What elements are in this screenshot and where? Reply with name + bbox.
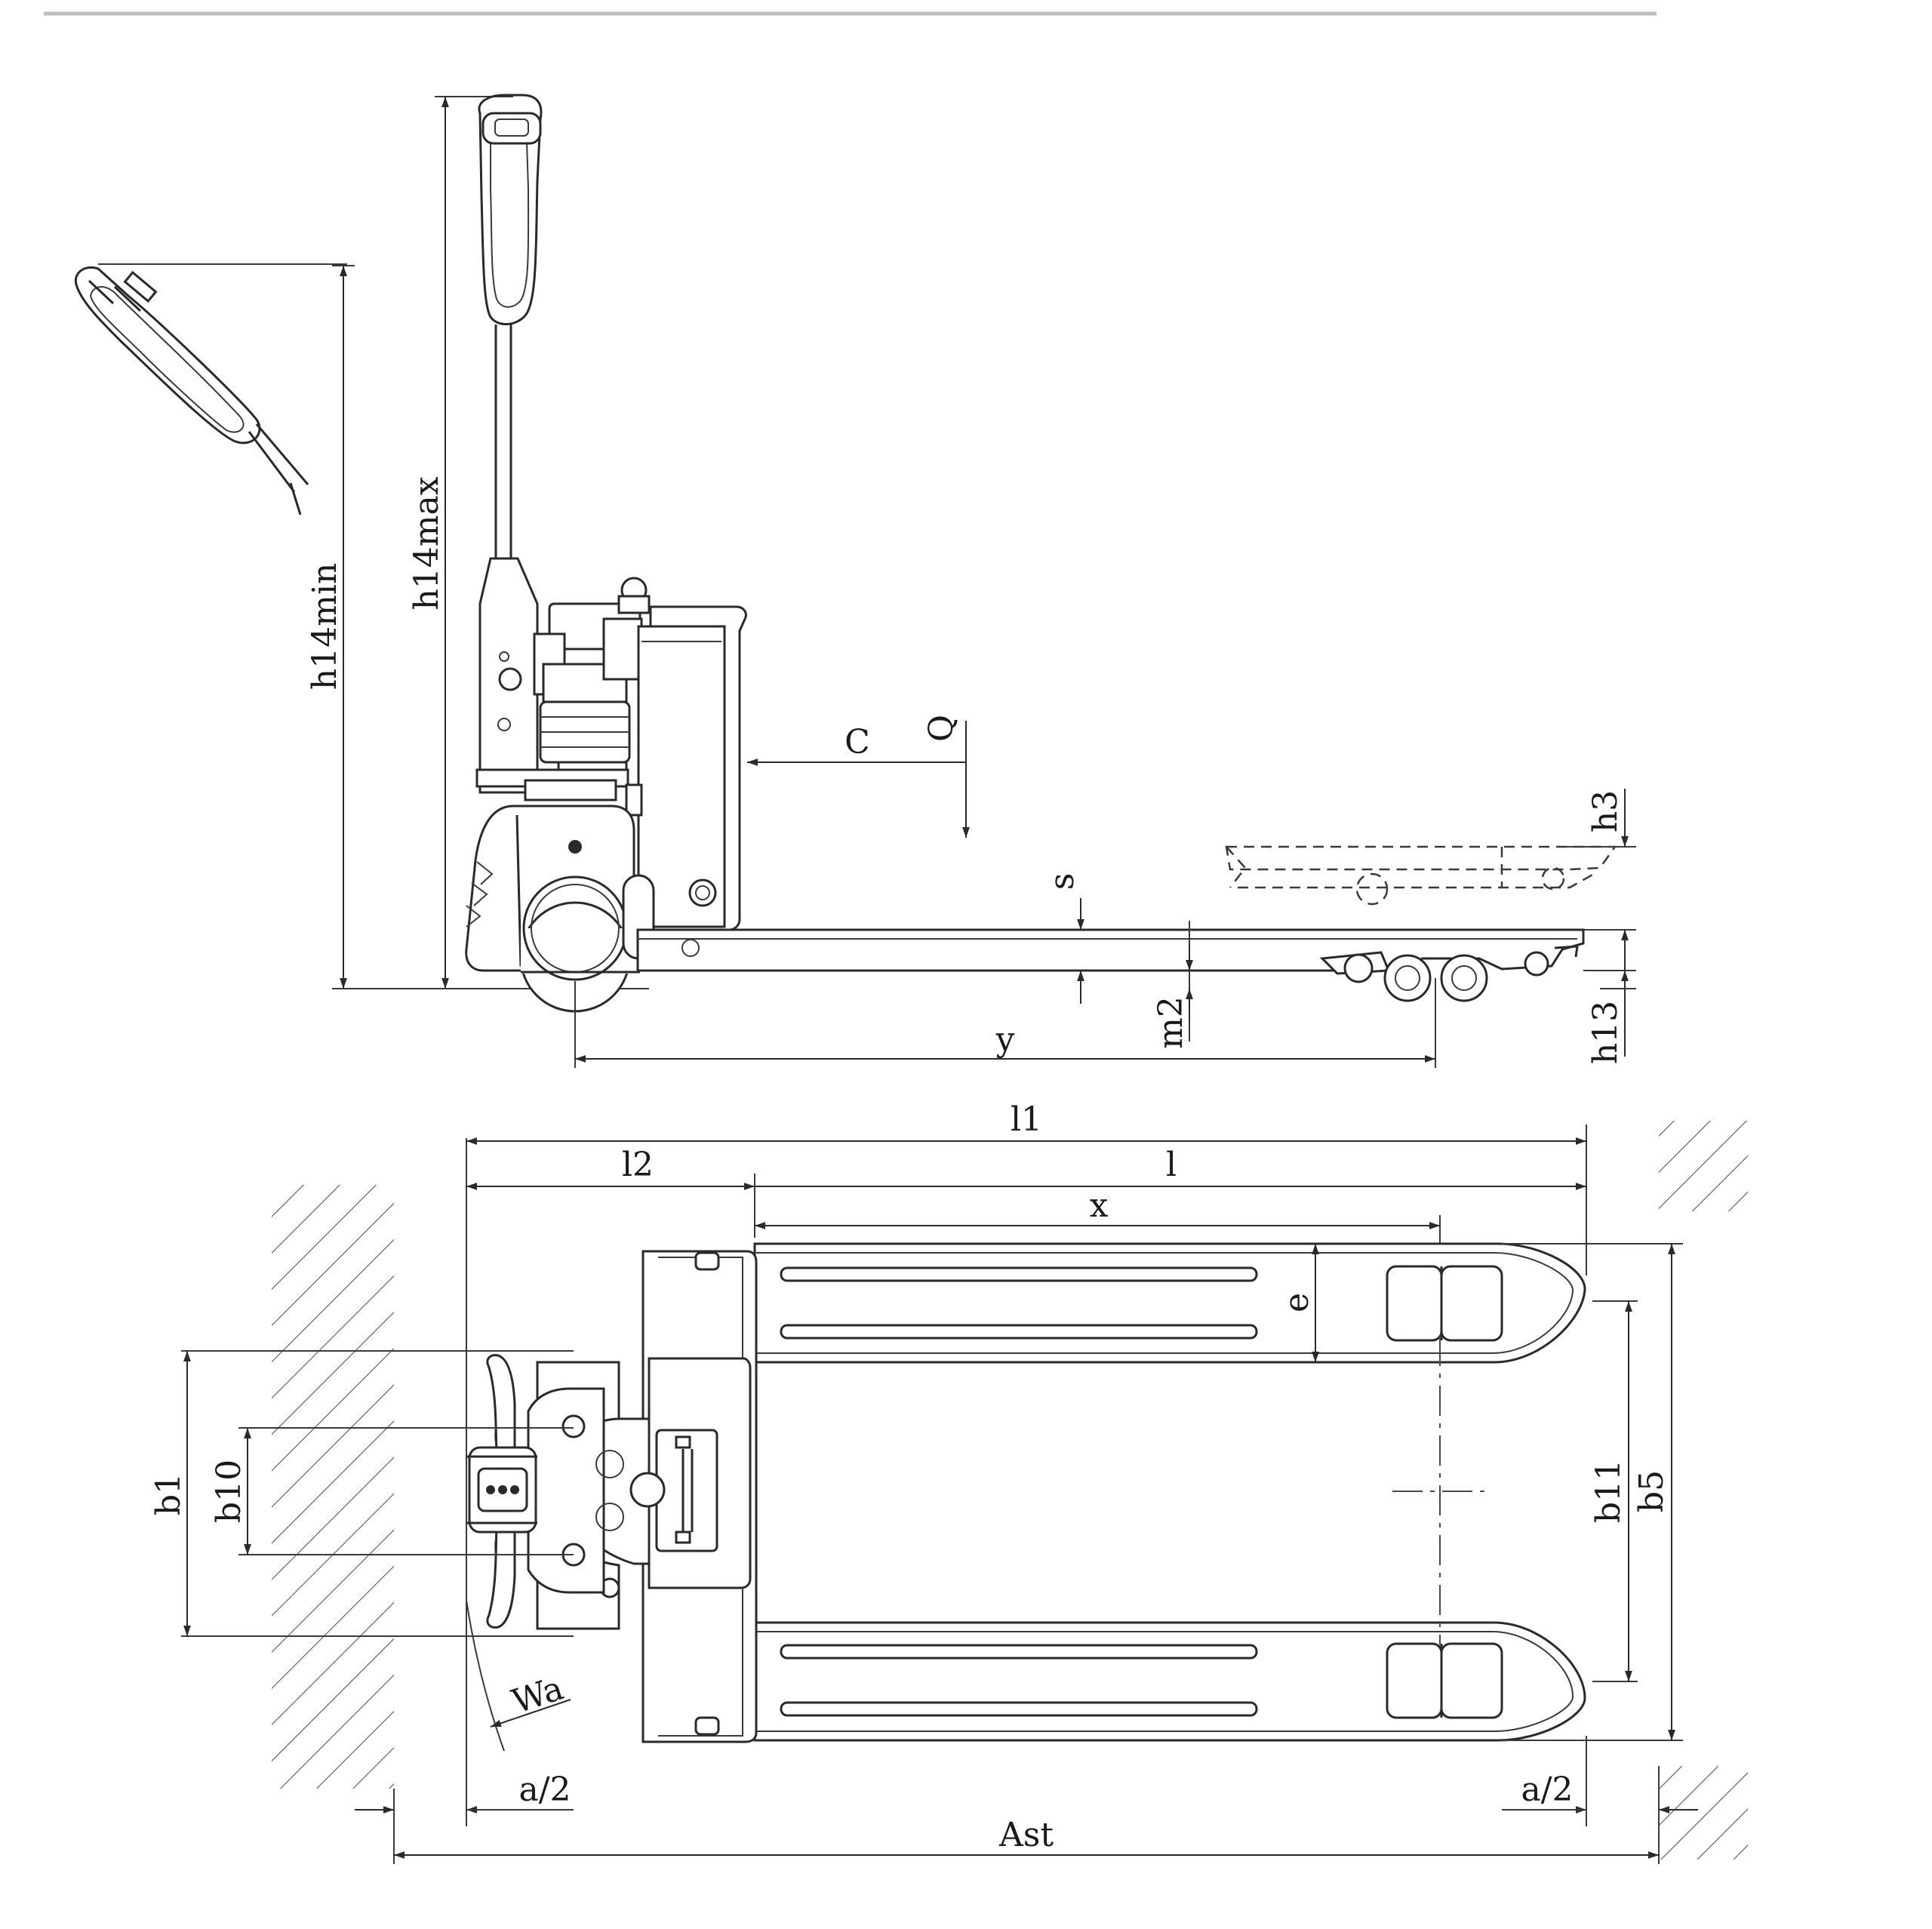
- e-dimension: e: [1278, 1244, 1319, 1362]
- tilted-handle-sketch: [74, 263, 347, 515]
- b10-label: b10: [210, 1460, 248, 1523]
- a2-left-dimension: a/2: [355, 1736, 574, 1864]
- e-label: e: [1278, 1293, 1316, 1312]
- plan-view: l1 l2 l x: [149, 1100, 1748, 1864]
- q-label: Q: [922, 715, 961, 742]
- b1-label: b1: [149, 1473, 188, 1515]
- h3-dimension: h3: [1562, 789, 1636, 989]
- h13-label: h13: [1586, 1001, 1625, 1064]
- a2-right-label: a/2: [1521, 1771, 1573, 1809]
- h14max-dimension: h14max: [408, 96, 513, 989]
- wa-label: Wa: [507, 1669, 568, 1721]
- l2-label: l2: [622, 1146, 654, 1184]
- side-view: h14min h14max: [74, 94, 1636, 1068]
- y-label: y: [995, 1020, 1015, 1059]
- a2-left-label: a/2: [518, 1771, 571, 1809]
- m2-dimension: m2: [1152, 921, 1193, 1049]
- b5-label: b5: [1632, 1470, 1671, 1512]
- wa-dimension: Wa: [466, 1599, 571, 1752]
- x-label: x: [1090, 1186, 1109, 1225]
- b1-dimension: b1: [149, 1350, 574, 1637]
- h3-label: h3: [1586, 790, 1625, 832]
- a2-right-dimension: a/2: [1502, 1736, 1698, 1864]
- l-label: l: [1166, 1146, 1177, 1184]
- s-dimension: s: [1043, 873, 1084, 1004]
- ast-dimension: Ast: [394, 1816, 1659, 1859]
- h13-dimension: h13: [1583, 970, 1636, 1064]
- raised-fork-dashed: [1225, 845, 1617, 906]
- s-label: s: [1043, 873, 1081, 891]
- load-centre: C Q: [747, 715, 970, 838]
- l1-label: l1: [1011, 1100, 1042, 1139]
- h14min-dimension: h14min: [306, 265, 355, 989]
- h14max-label: h14max: [408, 476, 446, 610]
- m2-label: m2: [1152, 996, 1190, 1049]
- aisle-wall-hatching: [272, 1121, 1748, 1860]
- l1-dimension: l1: [466, 1100, 1587, 1807]
- l2-l-dimension: l2 l: [466, 1146, 1586, 1238]
- ast-label: Ast: [998, 1816, 1054, 1854]
- drive-wheel-assembly: [465, 805, 655, 1013]
- y-dimension: y: [574, 978, 1436, 1068]
- fork-plan: [753, 1242, 1586, 1742]
- battery-box: [625, 605, 747, 931]
- tiller-head-plan: [466, 1354, 537, 1629]
- h14min-label: h14min: [306, 563, 344, 690]
- b5-dimension: b5: [1502, 1243, 1683, 1741]
- b10-dimension: b10: [210, 1427, 574, 1555]
- fork-side: [636, 928, 1585, 1002]
- b11-label: b11: [1589, 1460, 1628, 1523]
- pump-unit: [475, 577, 651, 801]
- c-label: C: [844, 723, 870, 761]
- chassis-plan: [494, 1250, 758, 1743]
- tiller-handle: [478, 94, 543, 794]
- b11-dimension: b11: [1589, 1300, 1638, 1682]
